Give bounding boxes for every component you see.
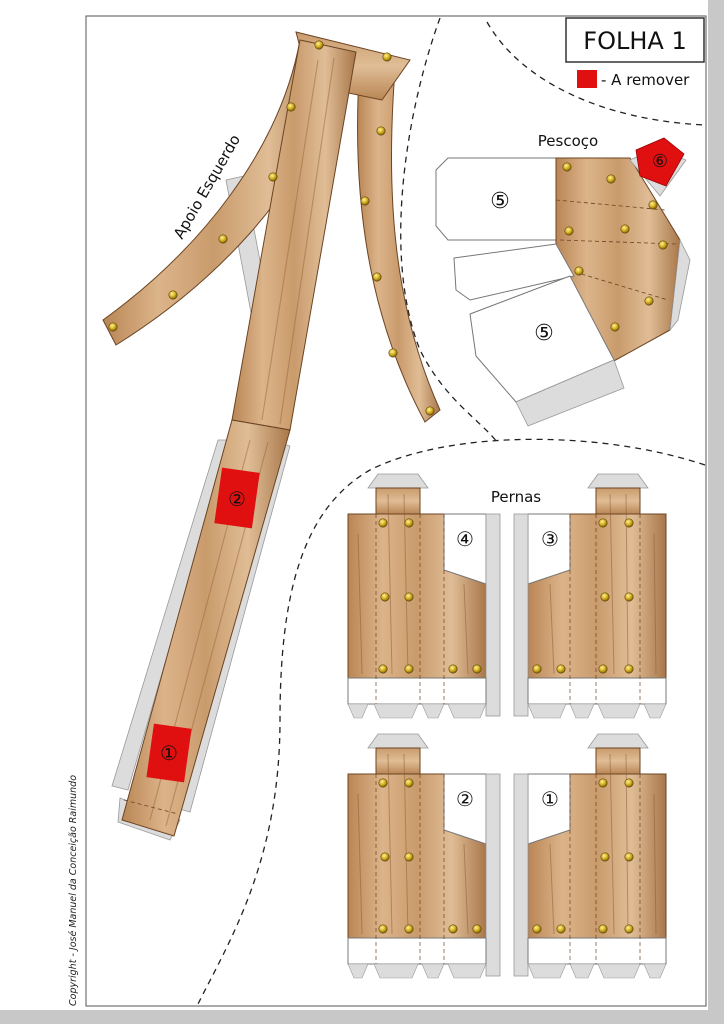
page-shadow-bottom [0,1010,724,1024]
screw-icon [360,196,370,206]
screw-icon [314,40,324,50]
remove-area-2 [214,467,260,529]
screw-icon [168,290,178,300]
screw-icon [562,162,572,172]
screw-icon [108,322,118,332]
screw-icon [648,200,658,210]
screw-icon [376,126,386,136]
screw-icon [425,406,435,416]
screw-icon [610,322,620,332]
copyright-text: Copyright - José Manuel da Conceição Rai… [68,775,79,1006]
leg-marker-3: ③ [541,527,559,551]
support-marker-1: ① [160,741,178,765]
screw-icon [218,234,228,244]
neck-fold-lines [555,199,677,301]
support-fold-mid [231,419,291,431]
screw-icon [268,172,278,182]
sheet-title-box: FOLHA 1 [565,17,705,63]
remove-area-6 [635,137,685,187]
page-shadow-right [708,0,724,1024]
screw-icon [564,226,574,236]
screw-icon [658,240,668,250]
neck-marker-5a: ⑤ [490,189,510,214]
remove-legend: - A remover [577,70,690,89]
leg-marker-1: ① [541,787,559,811]
neck-label: Pescoço [538,132,598,150]
leg-marker-4: ④ [456,527,474,551]
neck-tab-bottom [515,359,625,427]
screw-icon [286,102,296,112]
screw-icon [574,266,584,276]
support-grain [149,57,335,827]
support-right-arm [357,59,441,423]
support-fold-bottom [123,799,179,815]
neck-piece: Pescoço ⑤ ⑤ ⑥ [435,132,691,427]
screw-icon [620,224,630,234]
remove-legend-swatch [577,70,597,88]
leg-piece-3: ③ [513,473,667,719]
leg-piece-4: ④ [347,473,501,719]
leg-piece-1: ① [513,733,667,979]
cut-line-neck-left [400,17,498,443]
neck-marker-5b: ⑤ [534,321,554,346]
legs-label: Pernas [491,488,541,506]
screw-icon [382,52,392,62]
screw-icon [606,174,616,184]
neck-tab-right [669,238,691,332]
screw-icon [372,272,382,282]
neck-strip-middle [453,243,575,301]
support-marker-2: ② [228,487,246,511]
remove-area-1 [146,723,192,783]
screw-icon [644,296,654,306]
leg-piece-2: ② [347,733,501,979]
screw-icon [388,348,398,358]
leg-marker-2: ② [456,787,474,811]
sheet-title: FOLHA 1 [583,27,686,55]
neck-marker-6: ⑥ [652,151,668,172]
cut-line-neck-top [486,21,706,126]
cut-line-legs [197,438,706,1005]
remove-legend-label: - A remover [601,71,690,89]
